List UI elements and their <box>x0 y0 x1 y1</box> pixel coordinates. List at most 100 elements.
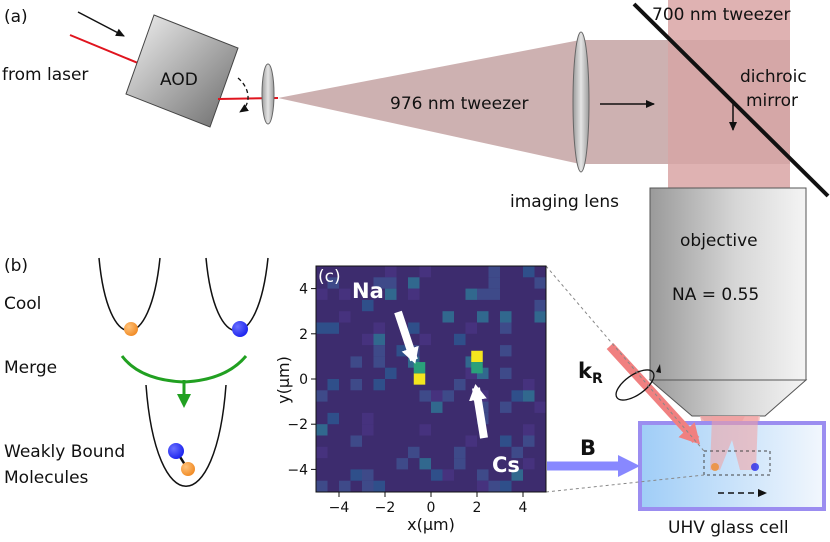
heatmap-noise-cell <box>523 435 535 447</box>
panel-b-label: (b) <box>4 256 28 276</box>
x-tick-label: 2 <box>473 500 482 516</box>
heatmap-noise-cell <box>408 288 420 300</box>
rotation-arrowhead <box>656 364 661 373</box>
heatmap-noise-cell <box>316 288 328 300</box>
heatmap-noise-cell <box>523 379 535 391</box>
heatmap-noise-cell <box>523 424 535 436</box>
heatmap-noise-cell <box>488 288 500 300</box>
tweezer-976-label: 976 nm tweezer <box>390 94 528 114</box>
b-label: B <box>580 436 596 460</box>
heatmap-noise-cell <box>373 277 385 289</box>
molecules-label-1: Weakly Bound <box>4 442 125 462</box>
aod-box <box>125 14 239 128</box>
heatmap-noise-cell <box>511 390 523 402</box>
y-tick-label: 2 <box>299 327 308 343</box>
heatmap-noise-cell <box>362 333 374 346</box>
x-tick-label: 0 <box>427 500 436 516</box>
heatmap-noise-cell <box>316 322 328 334</box>
heatmap-noise-cell <box>419 458 431 470</box>
heatmap-noise-cell <box>534 299 546 312</box>
heatmap-noise-cell <box>339 480 351 492</box>
heatmap-noise-cell <box>500 367 512 379</box>
heatmap-noise-cell <box>500 311 512 323</box>
heatmap-noise-cell <box>465 367 477 379</box>
objective-label: objective <box>680 231 758 251</box>
heatmap-noise-cell <box>454 446 466 459</box>
cool-label: Cool <box>4 294 41 314</box>
heatmap-noise-cell <box>350 469 362 481</box>
heatmap-noise-cell <box>385 266 397 278</box>
heatmap-noise-cell <box>488 277 500 289</box>
heatmap-noise-cell <box>408 446 420 459</box>
heatmap-noise-cell <box>408 277 420 289</box>
heatmap-cells <box>316 266 546 492</box>
zoom-line-bottom <box>545 474 705 493</box>
heatmap-noise-cell <box>431 401 443 413</box>
cs-atom-cool <box>232 321 248 337</box>
heatmap-spot-cs <box>471 362 483 374</box>
heatmap-noise-cell <box>385 277 397 289</box>
polarization-rotation <box>615 369 655 401</box>
beam-overlap <box>668 40 790 164</box>
heatmap-noise-cell <box>488 266 500 278</box>
tweezer-700-label: 700 nm tweezer <box>652 5 790 25</box>
panel-a-label: (a) <box>4 7 28 27</box>
heatmap-noise-cell <box>511 469 523 481</box>
heatmap-noise-cell <box>431 390 443 402</box>
na-label: NA = 0.55 <box>672 285 759 305</box>
kr-label: kR <box>578 359 603 387</box>
heatmap-noise-cell <box>523 266 535 278</box>
x-tick-label: −2 <box>375 500 396 516</box>
heatmap-noise-cell <box>442 469 454 481</box>
heatmap-noise-cell <box>477 469 489 481</box>
heatmap-noise-cell <box>465 322 477 334</box>
dichroic-label-2: mirror <box>746 91 798 111</box>
heatmap-noise-cell <box>465 288 477 300</box>
zoom-box <box>703 450 771 476</box>
cs-pointer-arrow <box>469 384 488 439</box>
merge-arrow-curves <box>120 355 248 384</box>
objective-tip <box>648 379 808 417</box>
heatmap-noise-cell <box>419 390 431 402</box>
potential-well-left <box>98 257 161 332</box>
heatmap-noise-cell <box>327 322 339 334</box>
heatmap-noise-cell <box>523 390 535 402</box>
heatmap-noise-cell <box>500 322 512 334</box>
heatmap-spot-cs <box>471 350 483 363</box>
dichroic-label-1: dichroic <box>740 67 807 87</box>
heatmap-noise-cell <box>396 458 408 470</box>
aod-label: AOD <box>160 70 198 90</box>
na-pointer-arrow <box>394 310 419 364</box>
x-tick-label: −4 <box>329 500 350 516</box>
heatmap-noise-cell <box>431 469 443 481</box>
merge-label: Merge <box>4 358 57 378</box>
potential-well-right <box>205 257 269 332</box>
x-tick-label: 4 <box>519 500 528 516</box>
zoom-line-top <box>545 265 705 452</box>
objective-body <box>649 187 807 381</box>
heatmap-noise-cell <box>500 401 512 413</box>
cs-atom-molecule <box>168 443 184 459</box>
heatmap-noise-cell <box>534 311 546 323</box>
potential-well-merged <box>145 384 227 487</box>
na-atom-small <box>711 463 719 471</box>
imaging-lens-label: imaging lens <box>510 192 619 212</box>
heatmap-noise-cell <box>534 277 546 289</box>
heatmap-noise-cell <box>339 288 351 300</box>
heatmap-noise-cell <box>477 480 489 492</box>
heatmap-noise-cell <box>534 401 546 413</box>
heatmap-spot-na <box>413 362 426 374</box>
heatmap-noise-cell <box>327 277 339 289</box>
heatmap-noise-cell <box>454 458 466 470</box>
heatmap-noise-cell <box>419 266 431 278</box>
heatmap-noise-cell <box>477 288 489 300</box>
heatmap-noise-cell <box>316 480 328 492</box>
kr-beam <box>606 342 701 445</box>
heatmap-noise-cell <box>523 458 535 470</box>
cs-atom-small <box>751 463 759 471</box>
heatmap-noise-cell <box>500 480 512 492</box>
y-tick-label: −2 <box>287 417 308 433</box>
heatmap-noise-cell <box>488 480 500 492</box>
